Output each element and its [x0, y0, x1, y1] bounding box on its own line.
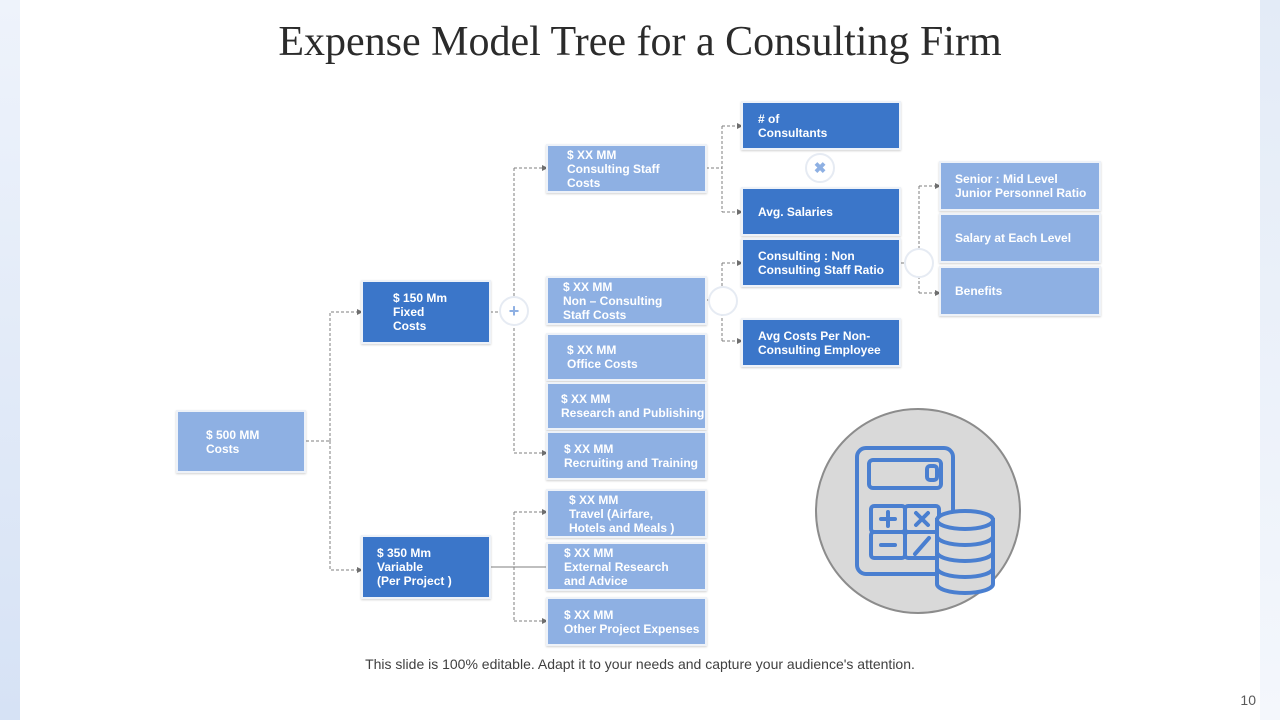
- node-avg-salaries-label: Avg. Salaries: [758, 204, 833, 219]
- node-salary-each-level-label: Salary at Each Level: [955, 231, 1072, 245]
- slide-edge-right: [1260, 0, 1280, 720]
- node-other-project-expenses-label: $ XX MM Other Project Expenses: [564, 607, 700, 636]
- slide-footer: This slide is 100% editable. Adapt it to…: [365, 656, 915, 672]
- node-recruiting-training[interactable]: $ XX MM Recruiting and Training: [546, 431, 707, 480]
- node-variable-costs[interactable]: $ 350 Mm Variable (Per Project ): [361, 535, 491, 599]
- node-salary-each-level[interactable]: Salary at Each Level: [939, 213, 1101, 263]
- calculator-coins-icon: [815, 408, 1021, 614]
- operator-circle-empty-2: [904, 248, 934, 278]
- node-benefits[interactable]: Benefits: [939, 266, 1101, 316]
- node-travel-label: $ XX MM Travel (Airfare, Hotels and Meal…: [569, 492, 675, 535]
- node-research-publishing-label: $ XX MM Research and Publishing: [561, 392, 705, 420]
- node-total-costs[interactable]: $ 500 MM Costs: [176, 410, 306, 473]
- node-research-publishing[interactable]: $ XX MM Research and Publishing: [546, 382, 707, 430]
- node-avg-costs-non-consulting-label: Avg Costs Per Non- Consulting Employee: [758, 328, 881, 357]
- node-office-costs-label: $ XX MM Office Costs: [567, 343, 638, 371]
- slide-edge-left: [0, 0, 20, 720]
- node-avg-salaries[interactable]: Avg. Salaries: [741, 187, 901, 236]
- node-fixed-costs[interactable]: $ 150 Mm Fixed Costs: [361, 280, 491, 344]
- node-senior-junior-ratio-label: Senior : Mid Level Junior Personnel Rati…: [955, 172, 1087, 200]
- node-non-consulting-staff-costs-label: $ XX MM Non – Consulting Staff Costs: [563, 279, 663, 322]
- node-external-research-label: $ XX MM External Research and Advice: [564, 545, 669, 588]
- multiply-operator-icon: ✖: [805, 153, 835, 183]
- calculator-icon: [855, 446, 995, 595]
- node-total-costs-label: $ 500 MM Costs: [206, 427, 260, 456]
- node-consulting-staff-costs[interactable]: $ XX MM Consulting Staff Costs: [546, 144, 707, 193]
- connector-root-variable: [329, 441, 363, 573]
- operator-circle-empty-1: [708, 286, 738, 316]
- node-consulting-staff-costs-label: $ XX MM Consulting Staff Costs: [567, 147, 660, 190]
- page-number: 10: [1240, 692, 1256, 708]
- connector-root-fixed: [329, 309, 363, 441]
- node-non-consulting-staff-costs[interactable]: $ XX MM Non – Consulting Staff Costs: [546, 276, 707, 325]
- node-other-project-expenses[interactable]: $ XX MM Other Project Expenses: [546, 597, 707, 646]
- node-variable-costs-label: $ 350 Mm Variable (Per Project ): [377, 546, 452, 588]
- node-staff-ratio[interactable]: Consulting : Non Consulting Staff Ratio: [741, 238, 901, 287]
- node-recruiting-training-label: $ XX MM Recruiting and Training: [564, 441, 699, 470]
- plus-operator-icon: +: [499, 296, 529, 326]
- node-external-research[interactable]: $ XX MM External Research and Advice: [546, 542, 707, 591]
- node-office-costs[interactable]: $ XX MM Office Costs: [546, 333, 707, 381]
- node-avg-costs-non-consulting[interactable]: Avg Costs Per Non- Consulting Employee: [741, 318, 901, 367]
- slide-title: Expense Model Tree for a Consulting Firm: [278, 19, 1002, 65]
- node-senior-junior-ratio[interactable]: Senior : Mid Level Junior Personnel Rati…: [939, 161, 1101, 211]
- node-number-of-consultants-label: # of Consultants: [758, 111, 828, 140]
- node-number-of-consultants[interactable]: # of Consultants: [741, 101, 901, 150]
- node-staff-ratio-label: Consulting : Non Consulting Staff Ratio: [758, 248, 884, 277]
- node-travel[interactable]: $ XX MM Travel (Airfare, Hotels and Meal…: [546, 489, 707, 538]
- node-fixed-costs-label: $ 150 Mm Fixed Costs: [393, 291, 448, 333]
- node-benefits-label: Benefits: [955, 284, 1003, 298]
